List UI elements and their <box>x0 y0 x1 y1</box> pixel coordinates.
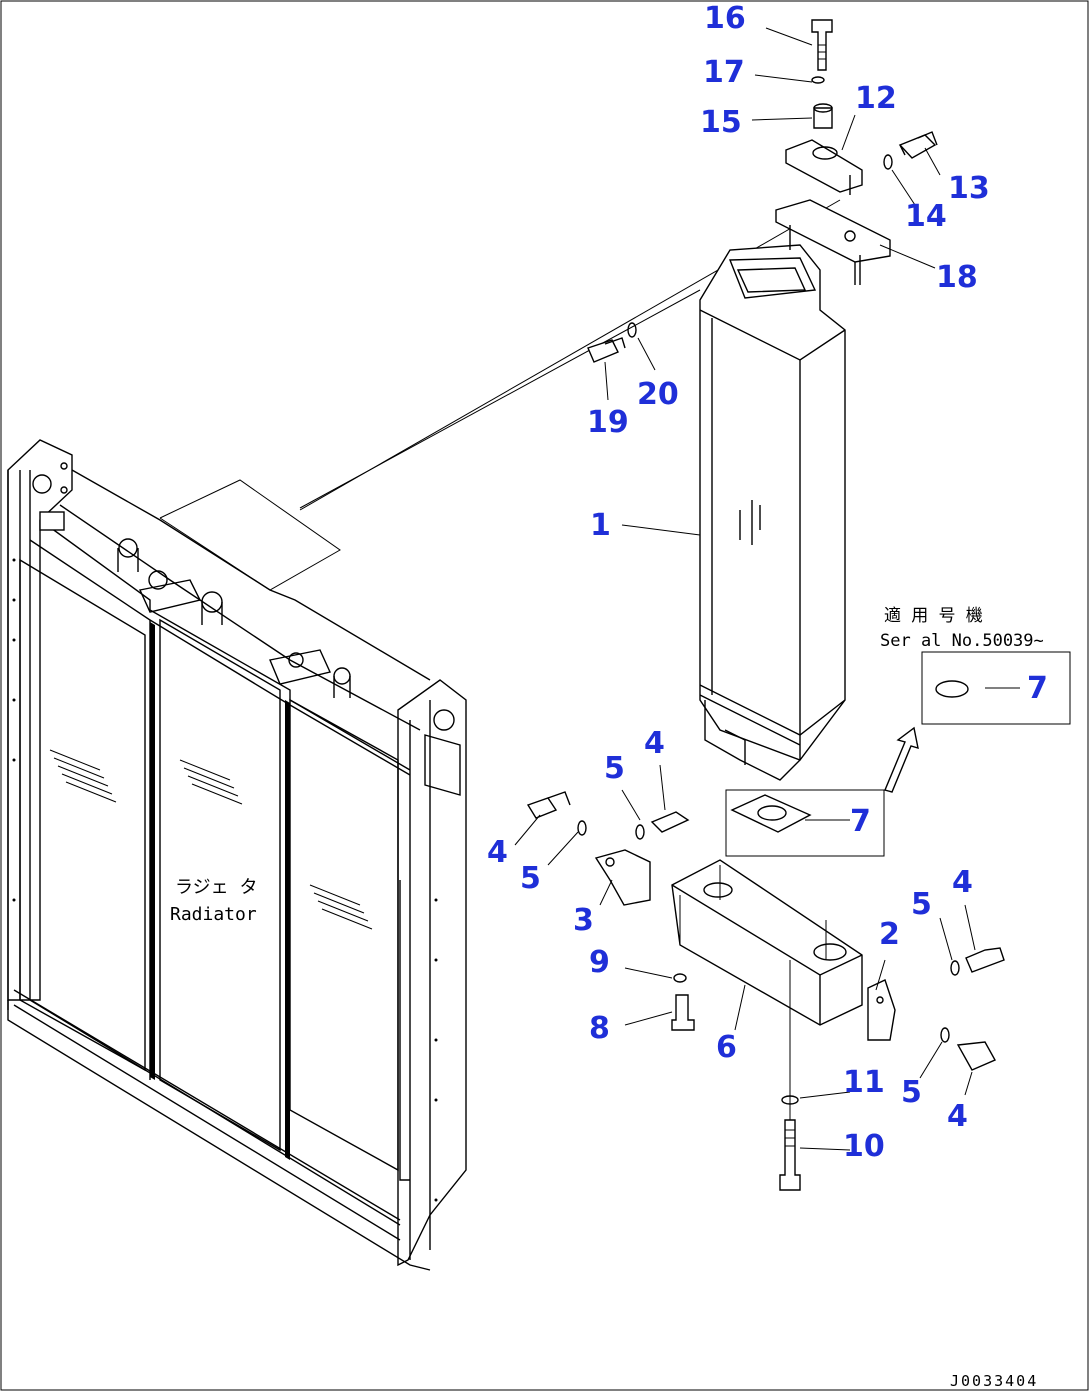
washer-14 <box>883 154 893 170</box>
radiator-label-jp: ラジェ タ <box>175 877 257 898</box>
radiator-assembly <box>7 439 467 1271</box>
callout-13: 13 <box>948 171 990 206</box>
serial-note-en: Ser al No.50039~ <box>880 631 1044 651</box>
callout-10: 10 <box>843 1129 885 1164</box>
callout-11: 11 <box>843 1065 885 1100</box>
callout-16: 16 <box>704 1 746 36</box>
bracket-12 <box>785 139 863 193</box>
callout-7-gasket: 7 <box>850 804 871 839</box>
bolt-4c <box>965 947 1005 973</box>
bolt-4a <box>526 797 558 819</box>
callout-4-left: 4 <box>487 835 508 870</box>
callout-5-top: 5 <box>604 751 625 786</box>
upward-arrow-icon <box>884 726 919 793</box>
leader-lines <box>514 27 1020 1151</box>
callout-9: 9 <box>589 945 610 980</box>
callout-20: 20 <box>637 377 679 412</box>
callout-4-right-bottom: 4 <box>947 1099 968 1134</box>
callout-3: 3 <box>573 903 594 938</box>
washer-5a <box>577 820 587 836</box>
document-id: J0033404 <box>950 1372 1038 1390</box>
callout-5-right-top: 5 <box>911 887 932 922</box>
callout-18: 18 <box>936 260 978 295</box>
bracket-2 <box>867 979 896 1041</box>
callout-7-inset: 7 <box>1027 671 1048 706</box>
washer-17 <box>811 76 825 84</box>
bolt-13 <box>898 134 937 159</box>
callout-5-right-bottom: 5 <box>901 1075 922 1110</box>
callout-6: 6 <box>716 1030 737 1065</box>
mounting-bracket-18 <box>775 199 891 263</box>
washer-11 <box>781 1095 799 1105</box>
bracket-3 <box>594 849 651 906</box>
mounting-bracket-outline <box>159 479 341 591</box>
callout-4-right-top: 4 <box>952 865 973 900</box>
callout-12: 12 <box>855 81 897 116</box>
washer-9 <box>673 973 687 983</box>
washer-20 <box>627 322 637 338</box>
washer-5b <box>635 824 645 840</box>
bolt-4d <box>956 1041 996 1071</box>
gasket-7 <box>730 794 812 833</box>
callout-17: 17 <box>703 55 745 90</box>
callout-2: 2 <box>879 917 900 952</box>
washer-5d <box>940 1027 950 1043</box>
washer-5c <box>950 960 960 976</box>
callout-14: 14 <box>905 199 947 234</box>
callout-8: 8 <box>589 1011 610 1046</box>
serial-inset-box <box>921 651 1071 725</box>
callout-1: 1 <box>590 508 611 543</box>
cushion-15 <box>813 107 833 129</box>
gasket-box <box>725 789 885 857</box>
bolt-4b <box>650 811 690 833</box>
bolt-19 <box>587 339 619 363</box>
callout-5-left: 5 <box>520 861 541 896</box>
serial-note-jp: 適 用 号 機 <box>884 606 983 626</box>
radiator-label-en: Radiator <box>170 904 257 925</box>
gasket-inset-icon <box>935 680 969 698</box>
oil-cooler-part <box>699 244 846 781</box>
callout-15: 15 <box>700 105 742 140</box>
callout-4-top: 4 <box>644 726 665 761</box>
bolt-8 <box>671 994 695 1031</box>
callout-19: 19 <box>587 405 629 440</box>
